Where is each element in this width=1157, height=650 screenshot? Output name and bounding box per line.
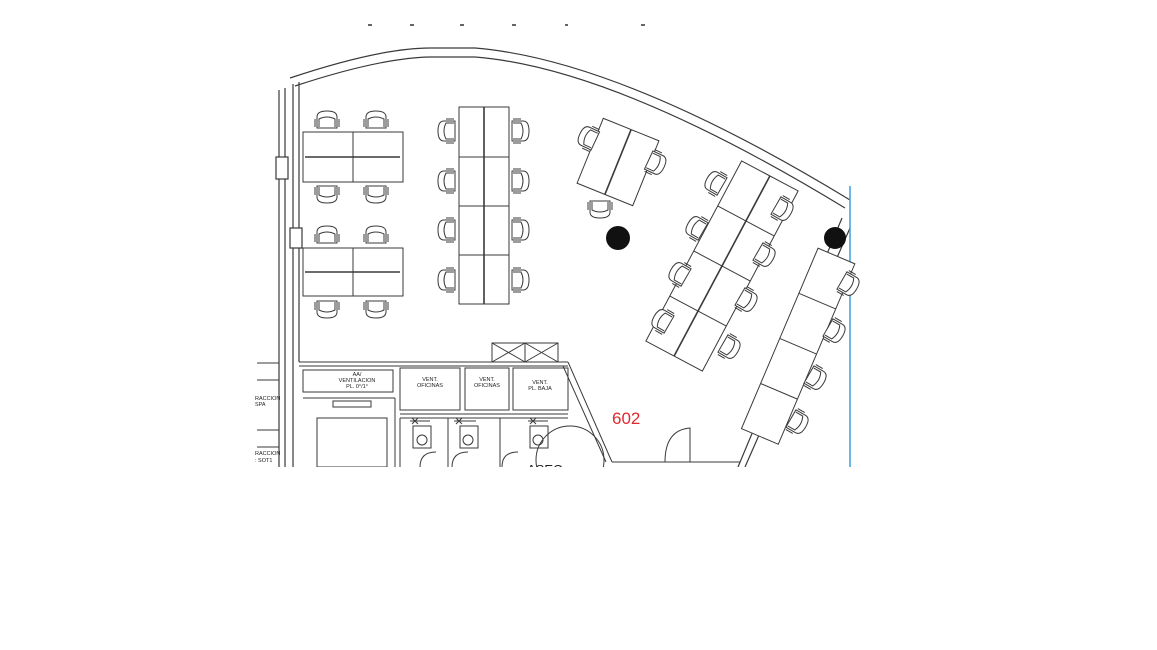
svg-text:RACCION: RACCION (255, 396, 280, 402)
chair (643, 149, 667, 176)
chair (577, 125, 601, 152)
column-icon (824, 227, 846, 249)
chair (511, 267, 530, 293)
chair (363, 300, 389, 319)
chair (587, 200, 613, 219)
chairs (314, 110, 860, 434)
shaft-label: VENT. OFICINAS (474, 377, 500, 389)
chair (734, 286, 758, 312)
shaft-label: AA/ VENTILACION PL. 0°/1° (339, 372, 376, 390)
column-icon (606, 226, 630, 250)
chair (437, 118, 456, 144)
svg-text:OFICINAS: OFICINAS (474, 383, 500, 389)
chair (836, 270, 860, 296)
chair (803, 364, 827, 390)
shaft-label: VENT. PL. BAJA (528, 380, 552, 392)
chair (822, 317, 846, 343)
svg-text:VENT.: VENT. (532, 380, 548, 386)
svg-text:OFICINAS: OFICINAS (417, 383, 443, 389)
svg-text:SPA: SPA (255, 402, 266, 408)
chair (717, 333, 741, 359)
chair (314, 300, 340, 319)
chair (785, 408, 809, 434)
svg-text:PL. 0°/1°: PL. 0°/1° (346, 384, 368, 390)
service-block (257, 342, 740, 495)
chair (437, 168, 456, 194)
desk-cluster (302, 131, 404, 297)
svg-text:PL. BAJA: PL. BAJA (528, 386, 552, 392)
desk-cluster (740, 247, 856, 445)
room-number: 602 (612, 409, 640, 428)
chair (511, 217, 530, 243)
shaft-label: VENT. OFICINAS (417, 377, 443, 389)
chair (314, 110, 340, 129)
chair (314, 185, 340, 204)
chair (437, 267, 456, 293)
svg-text:VENT.: VENT. (422, 377, 438, 383)
svg-text:AA/: AA/ (353, 372, 362, 378)
left-wall (275, 82, 303, 467)
chair (651, 309, 675, 335)
desk-cluster (645, 160, 799, 372)
svg-text:: SOT1: : SOT1 (255, 458, 272, 464)
chair (511, 118, 530, 144)
desk-cluster (576, 117, 660, 207)
chair (770, 195, 794, 221)
chair (752, 241, 776, 267)
chair (704, 171, 728, 197)
side-label: RACCION SPA (255, 396, 280, 408)
svg-text:RACCION: RACCION (255, 451, 280, 457)
chair (314, 225, 340, 244)
chair (363, 110, 389, 129)
svg-text:VENT.: VENT. (479, 377, 495, 383)
chair (363, 225, 389, 244)
chair (511, 168, 530, 194)
side-label: RACCION : SOT1 (255, 451, 280, 464)
facade-wall (289, 47, 851, 209)
svg-text:VENTILACION: VENTILACION (339, 378, 376, 384)
chair (437, 217, 456, 243)
chair (685, 216, 709, 242)
desk-cluster (458, 106, 510, 305)
chair (668, 262, 692, 288)
chair (363, 185, 389, 204)
